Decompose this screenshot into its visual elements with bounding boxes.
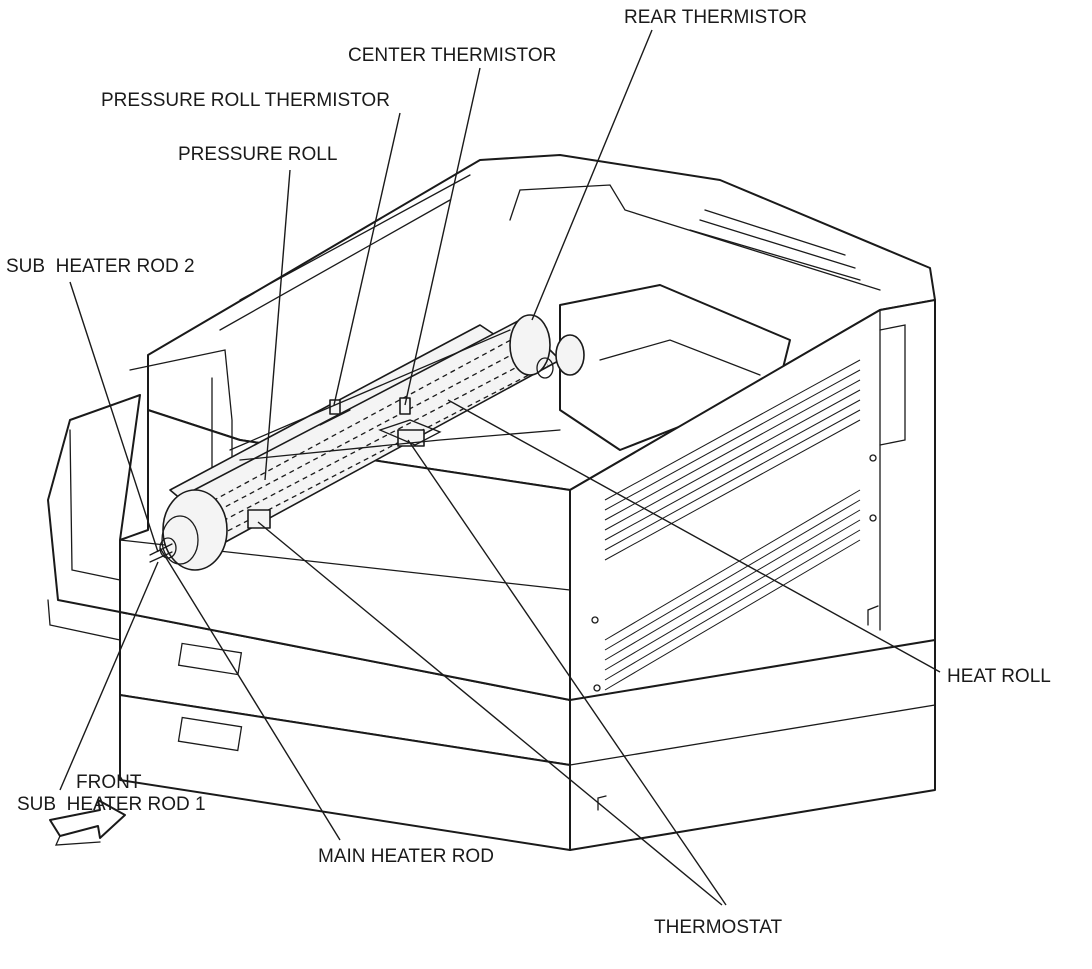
leader-main-heater-rod [159, 547, 341, 841]
leader-lines [59, 29, 941, 906]
fuser-assembly [149, 314, 585, 571]
center-thermistor-part [399, 397, 411, 415]
rear-end-cap [509, 314, 551, 376]
label-pressure-roll: PRESSURE ROLL [178, 144, 337, 165]
leader-pressure-roll-thermistor [333, 112, 401, 406]
thermostat-front-part [247, 509, 271, 529]
label-front: FRONT [76, 772, 142, 793]
leader-heat-roll [447, 399, 941, 673]
leader-pressure-roll [264, 169, 291, 481]
label-heat-roll: HEAT ROLL [947, 666, 1051, 687]
front-end-cap [162, 489, 228, 571]
leader-thermostat-rear [407, 439, 727, 906]
bypass-tray [47, 394, 141, 613]
label-center-thermistor: CENTER THERMISTOR [348, 45, 556, 66]
label-thermostat: THERMOSTAT [654, 917, 782, 938]
label-sub-heater-rod-1: SUB HEATER ROD 1 [17, 794, 206, 815]
label-rear-thermistor: REAR THERMISTOR [624, 7, 807, 28]
labels: REAR THERMISTOR CENTER THERMISTOR PRESSU… [6, 7, 1051, 938]
leader-sub-heater-rod-1 [59, 561, 159, 791]
leader-center-thermistor [404, 67, 481, 406]
label-pressure-roll-thermistor: PRESSURE ROLL THERMISTOR [101, 90, 390, 111]
cabinet-side [569, 639, 936, 851]
leader-rear-thermistor [531, 29, 653, 321]
leader-sub-heater-rod-2 [69, 281, 159, 553]
label-sub-heater-rod-2: SUB HEATER ROD 2 [6, 256, 195, 277]
leader-thermostat-front [257, 521, 723, 906]
front-arrow-icon [49, 799, 126, 846]
label-main-heater-rod: MAIN HEATER ROD [318, 846, 494, 867]
